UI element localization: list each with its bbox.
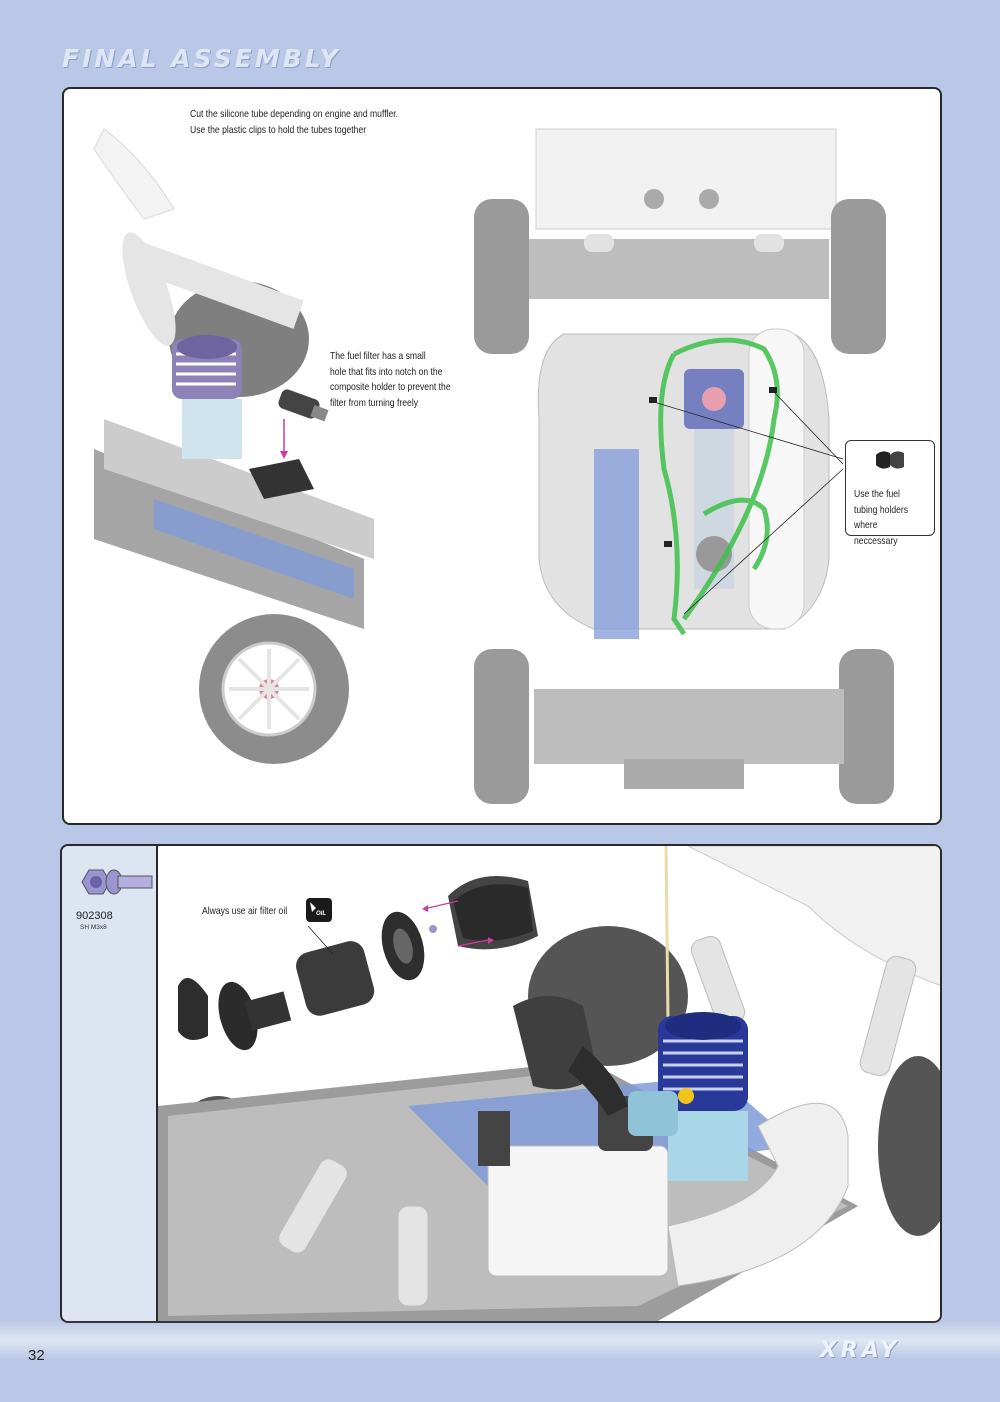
tubing-holder-icon bbox=[876, 451, 904, 469]
footer-glow bbox=[0, 1320, 1000, 1360]
oil-icon-label: OIL bbox=[316, 911, 326, 917]
oil-icon bbox=[306, 898, 332, 922]
fuel-filter bbox=[249, 389, 329, 499]
callout-text: Use the fuel tubing holders where necces… bbox=[854, 488, 909, 547]
page-title: FINAL ASSEMBLY bbox=[62, 44, 341, 73]
top-view-car bbox=[474, 128, 894, 804]
assembly-step-fuel-lines: Cut the silicone tube depending on engin… bbox=[62, 87, 942, 825]
assembly-step-air-filter: 902308 SH M3x8 bbox=[60, 844, 942, 1323]
part-description: SH M3x8 bbox=[80, 924, 107, 931]
note-fuel-filter: The fuel filter has a small hole that fi… bbox=[330, 350, 451, 409]
engine bbox=[628, 1012, 748, 1181]
exploded-air-filter-parts bbox=[178, 876, 538, 1051]
air-filter-illustration bbox=[158, 846, 940, 1321]
fuel-tubes bbox=[658, 337, 780, 636]
air-filter-illustration-panel: Always use air filter oil OIL bbox=[156, 846, 940, 1321]
part-number: 902308 bbox=[76, 910, 113, 922]
page-number: 32 bbox=[28, 1347, 45, 1364]
engine-head bbox=[172, 335, 242, 459]
xray-logo: XRAY bbox=[819, 1338, 901, 1363]
callout-lines bbox=[653, 391, 844, 615]
fuel-lines-illustration bbox=[93, 128, 894, 804]
side-view-car bbox=[93, 128, 374, 764]
screw-icon bbox=[81, 869, 153, 895]
note-air-filter-oil: Always use air filter oil bbox=[202, 905, 288, 917]
note-silicone-tube: Cut the silicone tube depending on engin… bbox=[190, 108, 399, 136]
callout-fuel-tubing-holders: Use the fuel tubing holders where necces… bbox=[845, 440, 935, 547]
assembly-arrows bbox=[427, 900, 489, 947]
